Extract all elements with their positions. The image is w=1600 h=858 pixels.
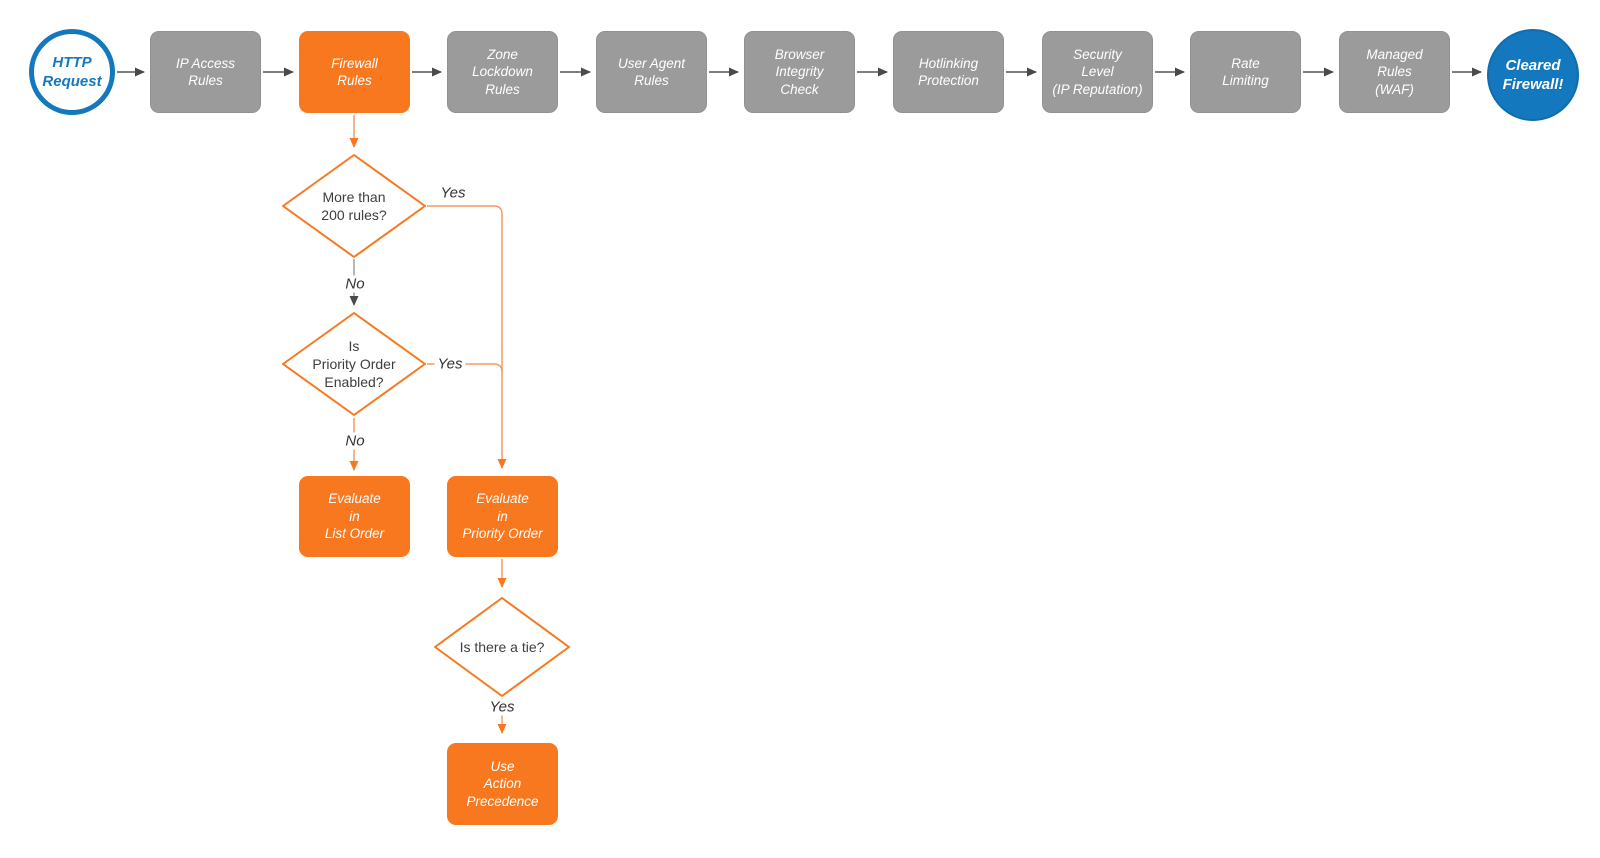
diamond-shape — [282, 312, 426, 416]
diamond-shape — [282, 154, 426, 258]
diamond-shape — [434, 597, 570, 697]
edge-label-decision2-no: No — [342, 432, 368, 450]
edge-label-decision1-no: No — [342, 275, 368, 293]
edge-label-decision3-yes: Yes — [486, 698, 518, 716]
decision-is-there-a-tie: Is there a tie? — [433, 596, 571, 698]
connector-decision1-yes — [427, 205, 507, 469]
edge-label-decision1-yes: Yes — [437, 184, 469, 202]
connector-decision2-yes — [427, 363, 503, 373]
edge-label-decision2-yes: Yes — [434, 355, 466, 373]
